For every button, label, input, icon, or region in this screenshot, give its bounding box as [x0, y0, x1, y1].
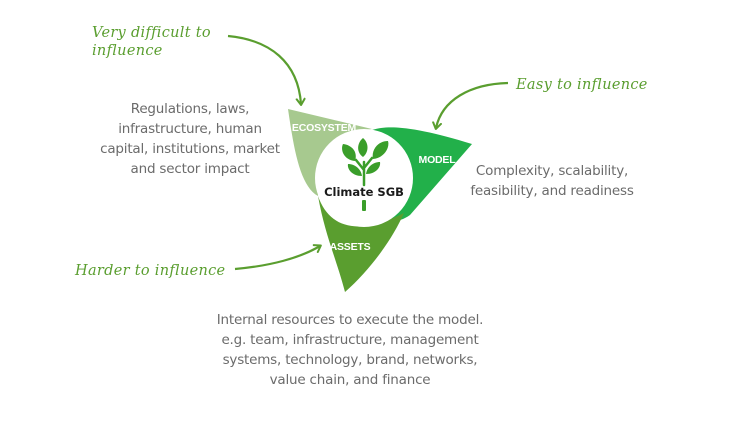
ecosystem-annotation-line: Very difficult to: [92, 25, 211, 41]
ecosystem-description-line: Regulations, laws,: [130, 101, 250, 117]
model-description-line: Complexity, scalability,: [475, 163, 629, 179]
assets-description-line: systems, technology, brand, networks,: [222, 352, 478, 368]
sprout-icon: [342, 138, 389, 211]
model-annotation: Easy to influence: [516, 76, 648, 94]
assets-arrow: [234, 244, 322, 271]
assets-annotation: Harder to influence: [75, 262, 225, 280]
ecosystem-description-line: infrastructure, human: [118, 121, 262, 137]
ecosystem-annotation: Very difficult to influence: [92, 24, 211, 60]
model-description-line: feasibility, and readiness: [470, 183, 634, 199]
assets-description-line: value chain, and finance: [269, 372, 431, 388]
assets-petal[interactable]: [318, 196, 404, 292]
center-label: Climate SGB: [324, 185, 404, 199]
ecosystem-description: Regulations, laws, infrastructure, human…: [100, 99, 280, 179]
model-label: MODEL: [419, 154, 457, 166]
model-description: Complexity, scalability, feasibility, an…: [462, 161, 642, 201]
model-annotation-line: Easy to influence: [516, 77, 648, 93]
assets-label: ASSETS: [330, 241, 371, 253]
assets-description-line: Internal resources to execute the model.: [216, 312, 484, 328]
assets-annotation-line: Harder to influence: [75, 263, 226, 279]
ecosystem-label: ECOSYSTEM: [292, 122, 357, 134]
ecosystem-arrow: [227, 34, 306, 106]
assets-description-line: e.g. team, infrastructure, management: [221, 332, 479, 348]
ecosystem-description-line: capital, institutions, market: [100, 141, 280, 157]
model-arrow: [432, 81, 509, 130]
ecosystem-annotation-line: influence: [92, 43, 163, 59]
ecosystem-description-line: and sector impact: [130, 161, 250, 177]
assets-description: Internal resources to execute the model.…: [180, 310, 520, 390]
